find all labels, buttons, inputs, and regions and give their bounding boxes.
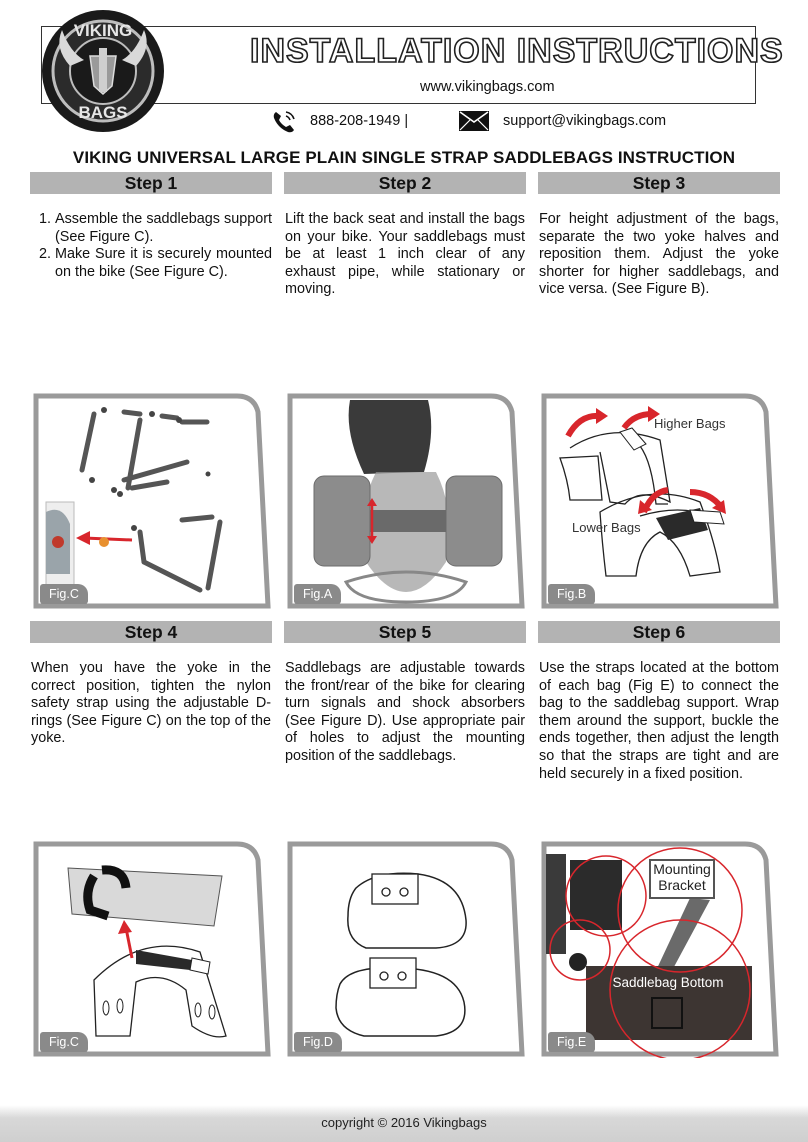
footer-copyright: copyright © 2016 Vikingbags <box>0 1105 808 1142</box>
header-frame <box>41 26 756 104</box>
viking-bags-logo: VIKING BAGS <box>42 10 164 132</box>
step-5-text: Saddlebags are adjustable towards the fr… <box>285 660 525 764</box>
step-1-item: Assemble the saddlebags support (See Fig… <box>55 211 272 246</box>
step-4-header: Step 4 <box>30 621 272 643</box>
lower-bags-label: Lower Bags <box>572 520 641 535</box>
figure-frame <box>287 393 525 609</box>
step-2-text: Lift the back seat and install the bags … <box>285 211 525 298</box>
figure-frame <box>33 393 271 609</box>
step-6-text: Use the straps located at the bottom of … <box>539 660 779 782</box>
figure-a-bike-rear: Fig.A <box>286 392 526 610</box>
figure-frame: Mounting Bracket Saddlebag Bottom <box>541 841 779 1061</box>
step-1-text: Assemble the saddlebags support (See Fig… <box>31 211 272 281</box>
figure-e-straps: Mounting Bracket Saddlebag Bottom Fig.E <box>540 840 780 1061</box>
saddlebag-bottom-label: Saddlebag Bottom <box>612 975 723 990</box>
figure-frame <box>33 841 271 1057</box>
figure-label: Fig.E <box>548 1032 596 1052</box>
figure-b-height-adjust: Higher Bags Lower Bags Fig.B <box>540 392 780 610</box>
figure-d-mounting-holes: Fig.D <box>286 840 526 1058</box>
step-2-header: Step 2 <box>284 172 526 194</box>
figure-label: Fig.C <box>40 1032 88 1052</box>
step-5-header: Step 5 <box>284 621 526 643</box>
step-3-text: For height adjustment of the bags, separ… <box>539 211 779 298</box>
step-4-text: When you have the yoke in the correct po… <box>31 660 271 747</box>
figure-label: Fig.B <box>548 584 596 604</box>
phone-number[interactable]: 888-208-1949 | <box>310 113 409 129</box>
bracket-label: Bracket <box>658 877 706 893</box>
website-url[interactable]: www.vikingbags.com <box>420 79 555 95</box>
figure-label: Fig.D <box>294 1032 342 1052</box>
figure-c-assembly: Fig.C <box>32 392 272 610</box>
header-title: INSTALLATION INSTRUCTIONS <box>249 31 784 71</box>
envelope-icon <box>459 111 489 131</box>
higher-bags-label: Higher Bags <box>654 416 726 431</box>
email-address[interactable]: support@vikingbags.com <box>503 113 667 129</box>
step-6-header: Step 6 <box>538 621 780 643</box>
phone-icon <box>273 111 295 133</box>
mounting-label: Mounting <box>653 861 711 877</box>
step-1-item: Make Sure it is securely mounted on the … <box>55 246 272 281</box>
figure-label: Fig.A <box>294 584 342 604</box>
step-1-header: Step 1 <box>30 172 272 194</box>
figure-frame <box>287 841 525 1057</box>
figure-c-strap: Fig.C <box>32 840 272 1058</box>
logo-bottom-text: BAGS <box>78 103 127 122</box>
document-title: VIKING UNIVERSAL LARGE PLAIN SINGLE STRA… <box>72 148 736 167</box>
figure-frame: Higher Bags Lower Bags <box>541 393 779 609</box>
logo-top-text: VIKING <box>74 21 133 40</box>
figure-label: Fig.C <box>40 584 88 604</box>
step-3-header: Step 3 <box>538 172 780 194</box>
